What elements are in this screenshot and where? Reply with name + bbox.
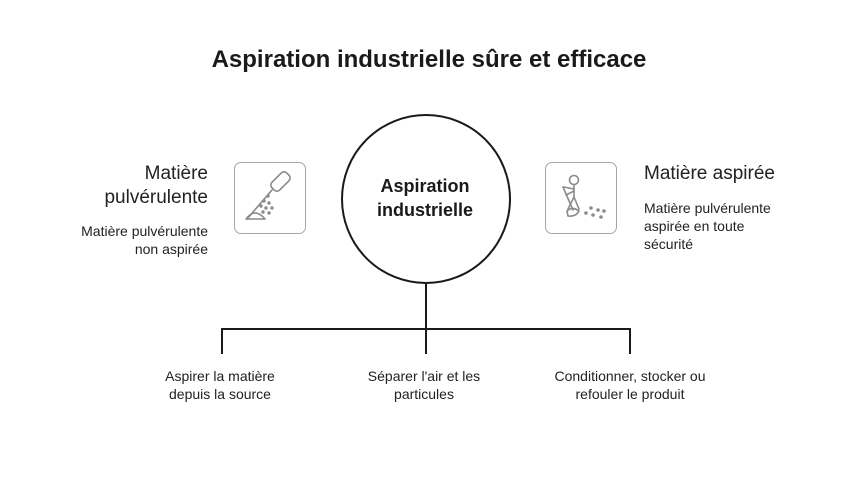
step-condition: Conditionner, stocker ou refouler le pro… [535, 367, 725, 403]
left-desc-line2: non aspirée [134, 241, 208, 257]
step-aspirate: Aspirer la matière depuis la source [125, 367, 315, 403]
right-desc-line1: Matière pulvérulente [644, 200, 771, 216]
left-heading-line1: Matière [144, 163, 208, 184]
left-heading-line2: pulvérulente [104, 187, 208, 208]
step-aspirate-line2: depuis la source [169, 386, 271, 402]
right-node-description: Matière pulvérulente aspirée en toute sé… [644, 199, 834, 253]
right-node-heading: Matière aspirée [644, 163, 775, 184]
center-label-line1: Aspiration [380, 176, 470, 196]
left-node-description: Matière pulvérulente non aspirée [40, 222, 208, 258]
step-separate: Séparer l'air et les particules [329, 367, 519, 403]
left-desc-line1: Matière pulvérulente [81, 223, 208, 239]
step-condition-line2: refouler le produit [575, 386, 685, 402]
center-node-label: Aspiration industrielle [343, 174, 507, 222]
right-desc-line3: sécurité [644, 236, 694, 252]
step-condition-line1: Conditionner, stocker ou [554, 368, 706, 384]
vacuum-operator-icon [562, 174, 606, 219]
diagram-title: Aspiration industrielle sûre et efficace [211, 46, 647, 73]
powder-pouring-icon [245, 171, 291, 220]
step-aspirate-line1: Aspirer la matière [165, 368, 275, 384]
step-separate-line2: particules [394, 386, 454, 402]
right-desc-line2: aspirée en toute [644, 218, 745, 234]
right-icon-box [545, 162, 617, 234]
left-node-heading: Matière pulvérulente [60, 162, 208, 210]
step-separate-line1: Séparer l'air et les [367, 368, 481, 384]
left-icon-box [234, 162, 306, 234]
center-label-line2: industrielle [376, 200, 474, 220]
